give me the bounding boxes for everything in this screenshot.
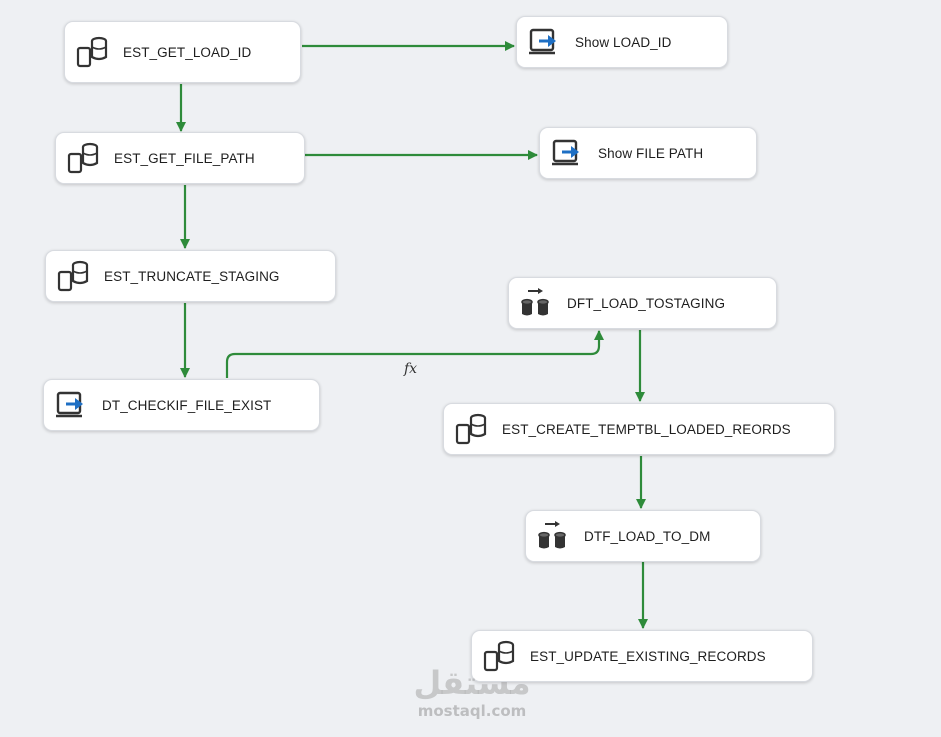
watermark-logo-arabic: مستقل xyxy=(413,664,531,702)
task-label: DTF_LOAD_TO_DM xyxy=(584,528,711,544)
task-dtf-load-to-dm[interactable]: DTF_LOAD_TO_DM xyxy=(525,510,761,562)
expression-marker: fx xyxy=(404,361,418,377)
task-label: Show FILE PATH xyxy=(598,145,704,161)
task-label: DFT_LOAD_TOSTAGING xyxy=(567,295,726,311)
task-label: EST_GET_FILE_PATH xyxy=(114,150,255,166)
data-flow-icon xyxy=(538,521,566,549)
script-task-icon xyxy=(529,28,556,55)
execute-sql-icon xyxy=(483,640,515,672)
constraint-check-to-dft-staging xyxy=(225,330,604,378)
task-label: DT_CHECKIF_FILE_EXIST xyxy=(102,397,272,413)
task-label: Show LOAD_ID xyxy=(575,34,672,50)
execute-sql-icon xyxy=(76,36,108,68)
data-flow-icon xyxy=(521,288,549,316)
task-show-file-path[interactable]: Show FILE PATH xyxy=(539,127,757,179)
task-est-get-load-id[interactable]: EST_GET_LOAD_ID xyxy=(64,21,301,83)
task-show-load-id[interactable]: Show LOAD_ID xyxy=(516,16,728,68)
task-dft-load-tostaging[interactable]: DFT_LOAD_TOSTAGING xyxy=(508,277,777,329)
script-task-icon xyxy=(552,139,579,166)
task-label: EST_UPDATE_EXISTING_RECORDS xyxy=(530,648,766,664)
execute-sql-icon xyxy=(57,260,89,292)
task-label: EST_TRUNCATE_STAGING xyxy=(104,268,280,284)
task-est-truncate-staging[interactable]: EST_TRUNCATE_STAGING xyxy=(45,250,336,302)
execute-sql-icon xyxy=(67,142,99,174)
task-label: EST_CREATE_TEMPTBL_LOADED_REORDS xyxy=(502,421,791,437)
script-task-icon xyxy=(56,391,83,418)
watermark-logo-latin: mostaql.com xyxy=(417,702,527,720)
task-dt-checkif-file-exist[interactable]: DT_CHECKIF_FILE_EXIST xyxy=(43,379,320,431)
task-label: EST_GET_LOAD_ID xyxy=(123,44,252,60)
task-est-create-temptbl-loaded-reords[interactable]: EST_CREATE_TEMPTBL_LOADED_REORDS xyxy=(443,403,835,455)
task-est-update-existing-records[interactable]: EST_UPDATE_EXISTING_RECORDS xyxy=(471,630,813,682)
execute-sql-icon xyxy=(455,413,487,445)
task-est-get-file-path[interactable]: EST_GET_FILE_PATH xyxy=(55,132,305,184)
